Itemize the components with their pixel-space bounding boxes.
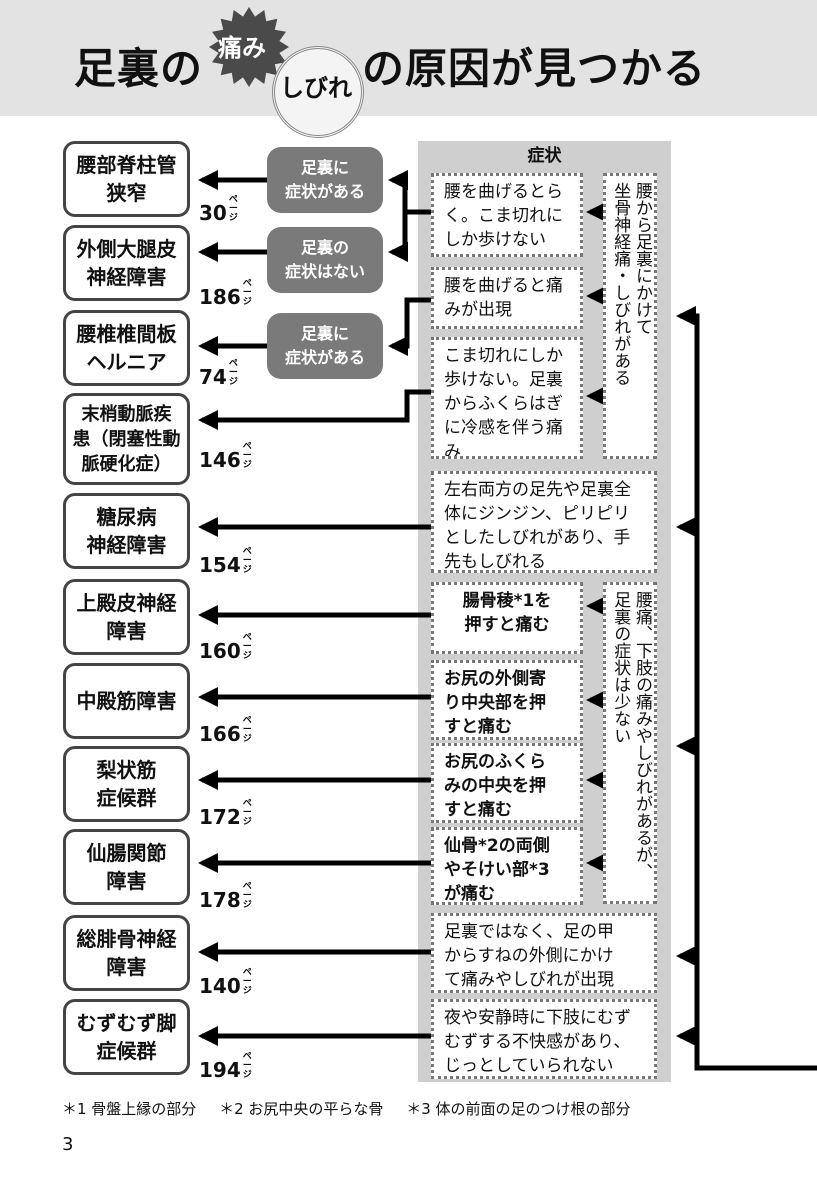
page-reference-number: 194 — [199, 1058, 241, 1082]
symptom-box: 腰を曲げるとら く。こま切れに しか歩けない — [431, 173, 583, 257]
disease-box: 糖尿病 神経障害 — [63, 493, 190, 569]
page-suffix: ペー ジ — [242, 279, 252, 307]
disease-name: 腰部脊柱管 狭窄 — [76, 153, 177, 205]
page-suffix: ペー ジ — [242, 547, 252, 575]
disease-box: 上殿皮神経 障害 — [63, 579, 190, 655]
symptom-box: お尻の外側寄 り中央部を押 すと痛む — [431, 660, 583, 740]
page-suffix: ペー ジ — [242, 633, 252, 661]
disease-name: むずむず脚 症候群 — [76, 1011, 177, 1063]
title-part2: の原因が見つかる — [362, 44, 707, 93]
disease-box: 総腓骨神経 障害 — [63, 915, 190, 991]
symptom-box: 腸骨稜*1を 押すと痛む — [431, 582, 583, 654]
page-reference-number: 74 — [199, 365, 227, 389]
disease-box: 末梢動脈疾 患（閉塞性動 脈硬化症） — [63, 393, 190, 485]
category-sciatica: 腰から足裏にかけて 坐骨神経痛・しびれがある — [603, 173, 657, 459]
sole-label-no-symptoms: 足裏の 症状はない — [267, 227, 383, 293]
symptom-panel-heading: 症状 — [527, 146, 562, 166]
page-suffix: ペー ジ — [242, 882, 252, 910]
disease-box: 腰部脊柱管 狭窄 — [63, 141, 190, 217]
disease-name: 上殿皮神経 障害 — [76, 591, 177, 643]
disease-name: 仙腸関節 障害 — [86, 841, 167, 893]
title-badge-circle — [272, 46, 364, 138]
page-suffix: ペー ジ — [242, 1052, 252, 1080]
page-suffix: ペー ジ — [228, 195, 238, 223]
symptom-box: お尻のふくら みの中央を押 すと痛む — [431, 743, 583, 823]
title-banner — [0, 0, 817, 116]
footnote-3: ＊3 体の前面の足のつけ根の部分 — [406, 1100, 631, 1118]
page-reference-number: 178 — [199, 888, 241, 912]
disease-box: むずむず脚 症候群 — [63, 999, 190, 1075]
symptom-box: 夜や安静時に下肢にむず むずする不快感があり、 じっとしていられない — [431, 999, 657, 1079]
sole-label-has-symptoms-2: 足裏に 症状がある — [267, 313, 383, 379]
disease-box: 外側大腿皮 神経障害 — [63, 225, 190, 301]
page-reference-number: 30 — [199, 201, 227, 225]
page-suffix: ペー ジ — [242, 968, 252, 996]
symptom-box: こま切れにしか 歩けない。足裏 からふくらはぎ に冷感を伴う痛 み — [431, 337, 583, 459]
page-suffix: ペー ジ — [242, 716, 252, 744]
symptom-box: 仙骨*2の両側 やそけい部*3 が痛む — [431, 827, 583, 905]
disease-name: 総腓骨神経 障害 — [76, 927, 177, 979]
page-number: 3 — [62, 1134, 74, 1155]
sole-label-has-symptoms-1: 足裏に 症状がある — [267, 147, 383, 213]
category-low-back-pain: 腰痛、下肢の痛みやしびれがあるが、 足裏の症状は少ない — [603, 582, 657, 904]
page-reference-number: 160 — [199, 639, 241, 663]
page-reference-number: 186 — [199, 285, 241, 309]
page-reference-number: 140 — [199, 974, 241, 998]
title-badge-pain: 痛み — [218, 34, 266, 62]
disease-box: 中殿筋障害 — [63, 663, 190, 739]
symptom-box: 左右両方の足先や足裏全 体にジンジン、ピリピリ としたしびれがあり、手 先もしび… — [431, 471, 657, 573]
page-suffix: ペー ジ — [228, 359, 238, 387]
disease-name: 末梢動脈疾 患（閉塞性動 脈硬化症） — [72, 403, 181, 475]
burst-badge-icon — [209, 7, 289, 87]
disease-box: 梨状筋 症候群 — [63, 746, 190, 822]
symptom-box: 腰を曲げると痛 みが出現 — [431, 267, 583, 329]
footnote-1: ＊1 骨盤上縁の部分 — [62, 1100, 197, 1118]
symptom-box: 足裏ではなく、足の甲 からすねの外側にかけ て痛みやしびれが出現 — [431, 913, 657, 993]
page-suffix: ペー ジ — [242, 799, 252, 827]
page-suffix: ペー ジ — [242, 442, 252, 470]
page-reference-number: 172 — [199, 805, 241, 829]
page-reference-number: 146 — [199, 448, 241, 472]
page-reference-number: 166 — [199, 722, 241, 746]
disease-name: 腰椎椎間板 ヘルニア — [76, 322, 177, 374]
title-badge-numbness: しびれ — [280, 74, 352, 102]
title-part1: 足裏の — [74, 44, 204, 93]
disease-name: 外側大腿皮 神経障害 — [76, 237, 177, 289]
disease-name: 梨状筋 症候群 — [96, 758, 157, 810]
disease-name: 糖尿病 神経障害 — [86, 505, 167, 557]
disease-name: 中殿筋障害 — [76, 689, 177, 713]
disease-box: 仙腸関節 障害 — [63, 829, 190, 905]
disease-box: 腰椎椎間板 ヘルニア — [63, 310, 190, 386]
footnote-2: ＊2 お尻中央の平らな骨 — [219, 1100, 384, 1118]
footnotes: ＊1 骨盤上縁の部分 ＊2 お尻中央の平らな骨 ＊3 体の前面の足のつけ根の部分 — [62, 1098, 649, 1119]
page-reference-number: 154 — [199, 553, 241, 577]
